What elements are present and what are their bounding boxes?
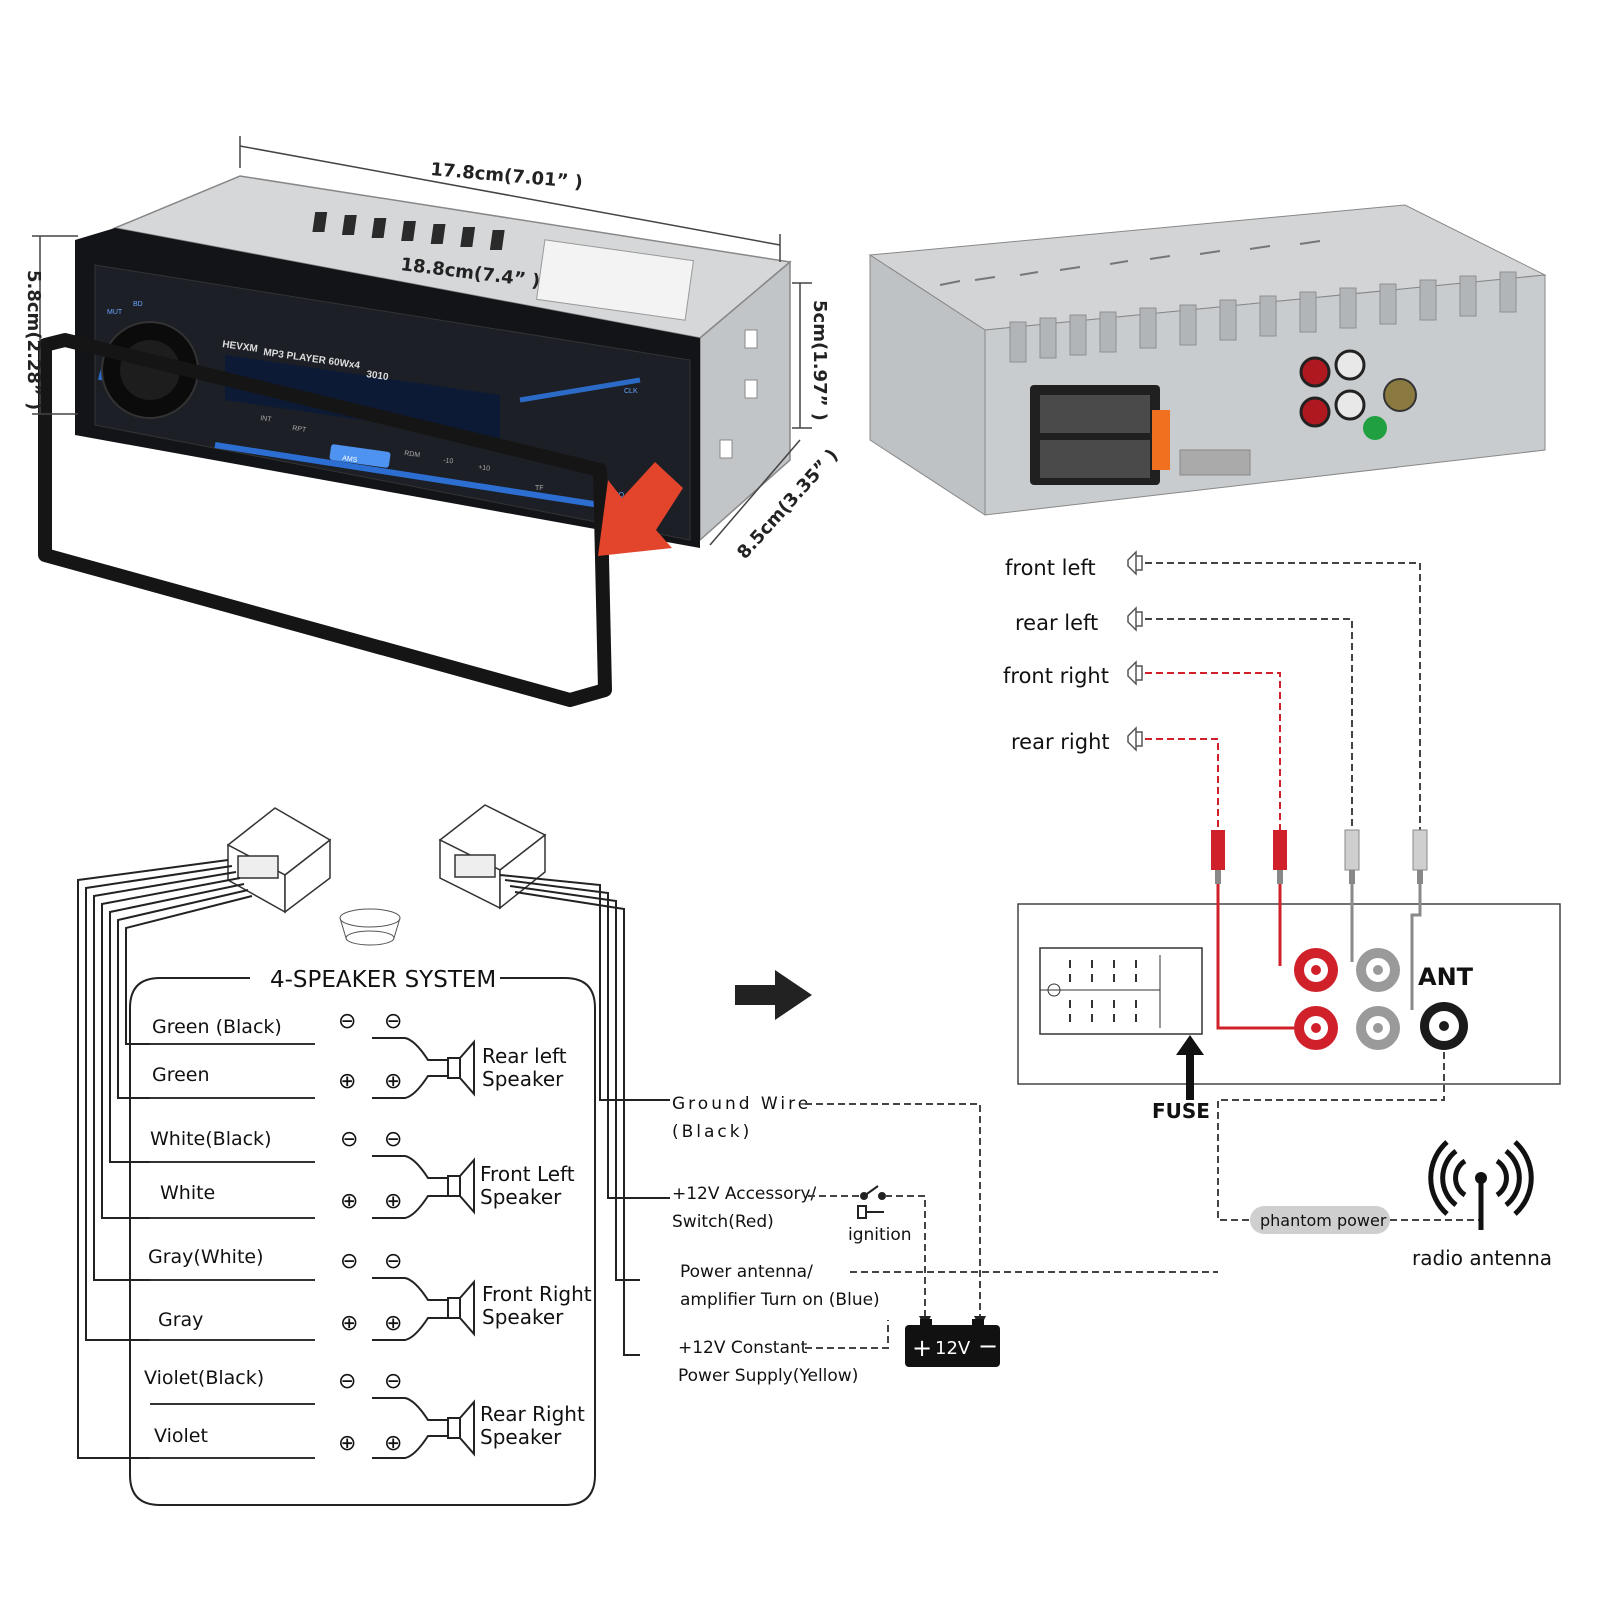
dimension-lines — [32, 136, 812, 546]
dim-height-right: 5cm(1.97” ) — [809, 300, 830, 421]
rca-front-left-label: front left — [1005, 556, 1096, 580]
constant-wire-label-1: +12V Constant — [678, 1338, 808, 1358]
front-left-speaker-l2: Speaker — [480, 1185, 562, 1209]
button-ams: AMS — [342, 455, 358, 464]
button-tf: TF — [535, 485, 544, 492]
phantom-power-pill — [1250, 1206, 1390, 1234]
plus-icon: ⊕ — [384, 1189, 402, 1214]
ignition-label: ignition — [848, 1225, 912, 1245]
iso-connector-right-icon — [438, 804, 547, 910]
minus-icon: ⊖ — [340, 1249, 358, 1274]
button-int: INT — [260, 415, 273, 424]
speaker-icon — [447, 1157, 475, 1215]
ground-wire-label-1: Ground Wire — [672, 1094, 811, 1114]
remote-wire-label-2: amplifier Turn on (Blue) — [680, 1290, 880, 1310]
button-plus10: +10 — [478, 464, 491, 473]
svg-text:+: + — [912, 1334, 932, 1362]
minus-icon: ⊖ — [338, 1369, 356, 1394]
speaker-system-title: 4-SPEAKER SYSTEM — [270, 967, 496, 993]
minus-icon: ⊖ — [384, 1369, 402, 1394]
acc-wire-label-1: +12V Accessory/ — [672, 1184, 817, 1204]
button-rpt: RPT — [292, 425, 308, 434]
arrow-right-icon — [735, 970, 812, 1020]
model-number: 3010 — [366, 369, 390, 383]
plus-icon: ⊕ — [340, 1189, 358, 1214]
dim-width-top: 17.8cm(7.01” ) — [430, 159, 584, 193]
plus-icon: ⊕ — [384, 1431, 402, 1456]
wire-green: Green — [152, 1064, 210, 1086]
front-left-speaker-l1: Front Left — [480, 1162, 575, 1186]
fuse-arrow-icon — [1176, 1035, 1204, 1100]
rca-plug-icon — [1211, 829, 1428, 884]
fuse-label: FUSE — [1152, 1099, 1210, 1123]
plus-icon: ⊕ — [340, 1311, 358, 1336]
plus-icon: ⊕ — [338, 1431, 356, 1456]
speaker-wiring-section: 4-SPEAKER SYSTEM Green (Black) Green Whi… — [77, 804, 670, 1506]
wire-green-black: Green (Black) — [152, 1016, 282, 1038]
battery-voltage: 12V — [935, 1338, 971, 1359]
rear-panel-schematic: FUSE ANT — [1017, 884, 1561, 1123]
button-bd: BD — [133, 301, 143, 308]
ant-label: ANT — [1418, 963, 1474, 991]
minus-icon: ⊖ — [384, 1009, 402, 1034]
iso-connector-left-icon — [226, 807, 332, 914]
wire-white: White — [160, 1182, 215, 1204]
rear-left-speaker-l1: Rear left — [482, 1044, 567, 1068]
plus-icon: ⊕ — [384, 1311, 402, 1336]
speaker-icon — [1127, 550, 1143, 752]
acc-wire-label-2: Switch(Red) — [672, 1212, 774, 1232]
rear-right-speaker-l2: Speaker — [480, 1425, 562, 1449]
red-arrow-icon — [598, 462, 683, 556]
minus-icon: ⊖ — [384, 1127, 402, 1152]
dim-height-left: 5.8cm(2.28” ) — [23, 270, 44, 410]
button-mut: MUT — [107, 309, 123, 316]
speaker-icon — [447, 1399, 475, 1457]
rear-right-speaker-l1: Rear Right — [480, 1402, 585, 1426]
head-unit-front-image: HEVXM MP3 PLAYER 60Wx4 3010 MUT INT RPT … — [38, 175, 792, 707]
head-unit-back-image — [868, 204, 1547, 516]
wire-violet-black: Violet(Black) — [144, 1367, 264, 1389]
wire-gray-white: Gray(White) — [148, 1246, 264, 1268]
button-minus10: -10 — [443, 457, 454, 465]
wire-white-black: White(Black) — [150, 1128, 271, 1150]
wire-violet: Violet — [154, 1425, 208, 1447]
remote-wire-label-1: Power antenna/ — [680, 1262, 813, 1282]
wire-gray: Gray — [158, 1309, 203, 1331]
minus-icon: ⊖ — [340, 1127, 358, 1152]
front-right-speaker-l1: Front Right — [482, 1282, 592, 1306]
svg-text:−: − — [978, 1332, 998, 1360]
button-clk: CLK — [624, 388, 638, 395]
radio-antenna-label: radio antenna — [1412, 1246, 1552, 1270]
button-rdm: RDM — [404, 450, 421, 459]
minus-icon: ⊖ — [338, 1009, 356, 1034]
rca-front-right-label: front right — [1003, 664, 1109, 688]
ignition-switch-icon — [857, 1185, 886, 1219]
rca-rear-left-label: rear left — [1015, 611, 1098, 635]
battery-icon: + − — [905, 1319, 1000, 1367]
phantom-power-label: phantom power — [1260, 1211, 1387, 1230]
rca-speaker-section: front left rear left front right rear ri… — [1003, 550, 1428, 884]
plus-icon: ⊕ — [384, 1069, 402, 1094]
constant-wire-label-2: Power Supply(Yellow) — [678, 1366, 858, 1386]
radio-antenna-icon — [1428, 1140, 1534, 1230]
speaker-cone-icon — [339, 908, 401, 946]
brand-label: HEVXM — [222, 339, 259, 355]
minus-icon: ⊖ — [384, 1249, 402, 1274]
speaker-icon — [447, 1279, 475, 1337]
rear-left-speaker-l2: Speaker — [482, 1067, 564, 1091]
plus-icon: ⊕ — [338, 1069, 356, 1094]
front-right-speaker-l2: Speaker — [482, 1305, 564, 1329]
ground-wire-label-2: (Black) — [672, 1122, 752, 1142]
speaker-icon — [447, 1039, 475, 1097]
power-wiring-section: Ground Wire (Black) +12V Accessory/ Swit… — [672, 1094, 1218, 1386]
rca-rear-right-label: rear right — [1011, 730, 1110, 754]
